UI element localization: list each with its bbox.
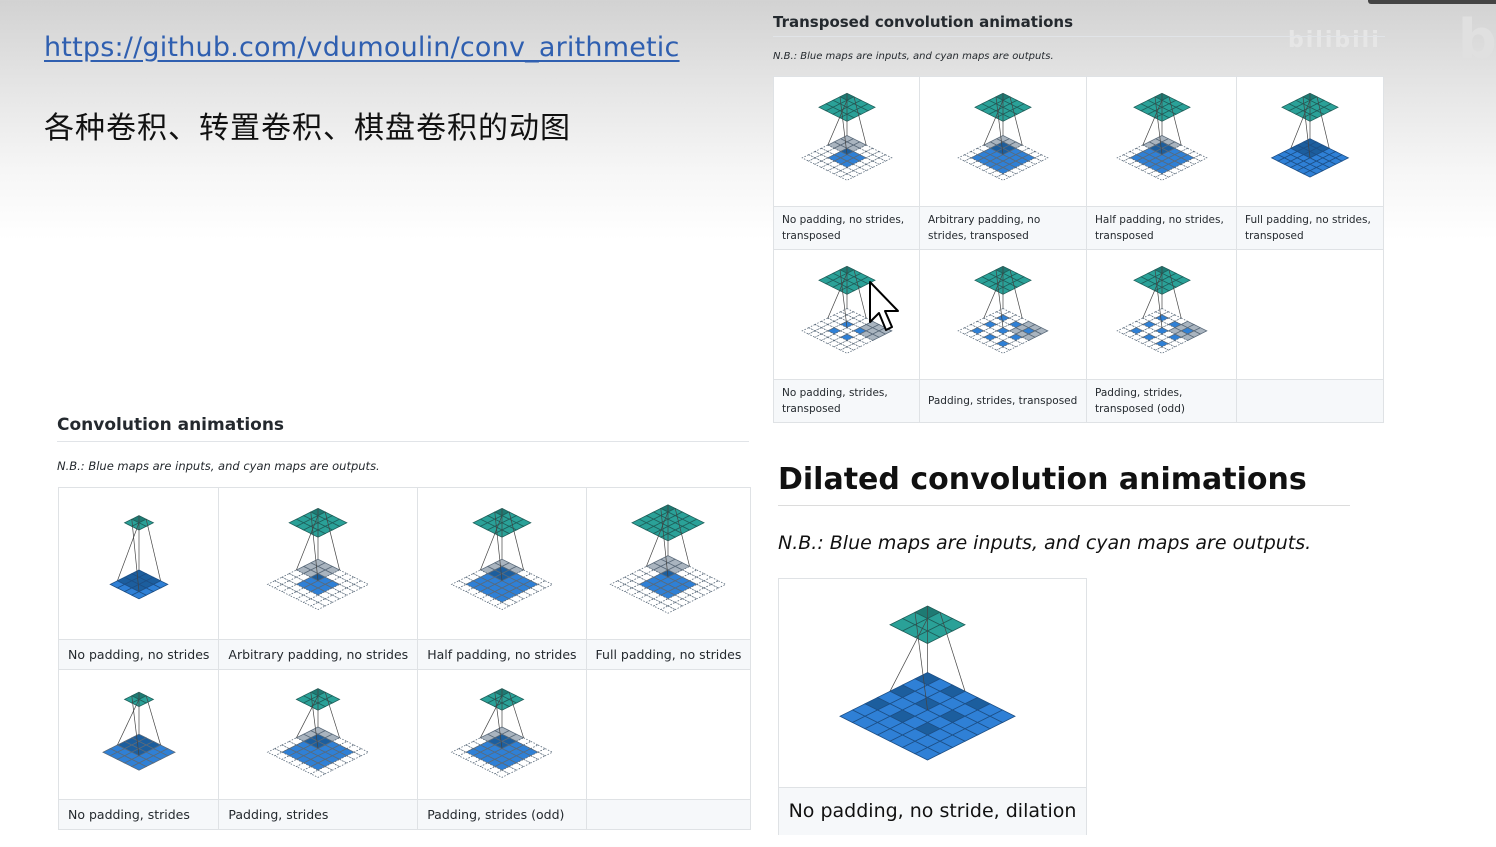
- mouse-cursor-icon: [869, 281, 899, 331]
- animation-caption: Padding, strides (odd): [417, 799, 587, 830]
- transposed-animations-table: No padding, no strides, transposed Arbit…: [773, 76, 1384, 423]
- animation-cell: [417, 669, 587, 800]
- animation-cell: [1086, 76, 1237, 207]
- transposed-conv-padding-strides-icon: [957, 265, 1049, 354]
- animation-caption: Arbitrary padding, no strides, transpose…: [919, 206, 1087, 250]
- animation-cell: [218, 487, 419, 640]
- dilated-section-title: Dilated convolution animations: [778, 462, 1307, 497]
- window-top-bar: [1368, 0, 1496, 4]
- empty-cell: [585, 669, 752, 800]
- animation-cell: [773, 76, 920, 207]
- conv-padding-strides-icon: [267, 687, 370, 778]
- animation-caption: No padding, strides, transposed: [773, 379, 920, 423]
- animation-cell: [585, 487, 752, 640]
- divider: [778, 505, 1350, 506]
- convolution-note: N.B.: Blue maps are inputs, and cyan map…: [57, 459, 380, 473]
- animation-cell: [919, 249, 1087, 380]
- transposed-conv-half-padding-icon: [1115, 92, 1208, 181]
- dilated-note: N.B.: Blue maps are inputs, and cyan map…: [778, 532, 1312, 554]
- animation-caption: No padding, no stride, dilation: [779, 787, 1086, 835]
- empty-cell: [1236, 249, 1384, 380]
- transposed-section-title: Transposed convolution animations: [773, 13, 1074, 31]
- animation-caption: Full padding, no strides, transposed: [1236, 206, 1384, 250]
- transposed-note: N.B.: Blue maps are inputs, and cyan map…: [773, 51, 1054, 62]
- animation-cell: [57, 669, 220, 800]
- transposed-conv-padding-strides-odd-icon: [1115, 265, 1208, 354]
- conv-no-padding-strides-icon: [101, 691, 176, 771]
- divider: [773, 36, 1385, 37]
- dilated-conv-icon: [839, 605, 1016, 761]
- transposed-conv-full-padding-icon: [1270, 92, 1350, 178]
- dilated-animation-card: No padding, no stride, dilation: [778, 578, 1087, 835]
- animation-cell: [1086, 249, 1237, 380]
- animation-caption: Padding, strides: [218, 799, 419, 830]
- animation-cell: [773, 249, 920, 380]
- bilibili-logo-icon: b: [1458, 8, 1496, 71]
- animation-cell: [919, 76, 1087, 207]
- animation-caption: No padding, strides: [57, 799, 220, 830]
- animation-caption: No padding, no strides: [57, 639, 220, 670]
- divider: [57, 441, 749, 442]
- conv-arbitrary-padding-icon: [267, 507, 370, 610]
- conv-half-padding-icon: [450, 507, 554, 610]
- empty-caption: [1236, 379, 1384, 423]
- animation-caption: Arbitrary padding, no strides: [218, 639, 419, 670]
- animation-cell: [218, 669, 419, 800]
- convolution-section-title: Convolution animations: [57, 415, 285, 435]
- animation-caption: Half padding, no strides, transposed: [1086, 206, 1237, 250]
- transposed-conv-strides-icon: [800, 265, 893, 354]
- github-link[interactable]: https://github.com/vdumoulin/conv_arithm…: [44, 32, 680, 63]
- animation-caption: Padding, strides, transposed: [919, 379, 1087, 423]
- animation-cell: [779, 579, 1086, 787]
- animation-caption: Half padding, no strides: [417, 639, 587, 670]
- conv-full-padding-icon: [609, 503, 727, 614]
- animation-caption: No padding, no strides, transposed: [773, 206, 920, 250]
- watermark-text: bilibili: [1288, 28, 1381, 53]
- animation-caption: Padding, strides, transposed (odd): [1086, 379, 1237, 423]
- transposed-conv-no-padding-no-strides-icon: [800, 92, 893, 181]
- animation-caption: Full padding, no strides: [585, 639, 752, 670]
- empty-caption: [585, 799, 752, 830]
- conv-padding-strides-odd-icon: [450, 687, 554, 778]
- animation-cell: [1236, 76, 1384, 207]
- animation-cell: [57, 487, 220, 640]
- transposed-conv-arbitrary-padding-icon: [957, 92, 1049, 181]
- convolution-animations-table: No padding, no strides Arbitrary padding…: [57, 487, 752, 830]
- conv-no-padding-no-strides-icon: [109, 514, 169, 599]
- animation-cell: [417, 487, 587, 640]
- page-subtitle: 各种卷积、转置卷积、棋盘卷积的动图: [44, 111, 571, 146]
